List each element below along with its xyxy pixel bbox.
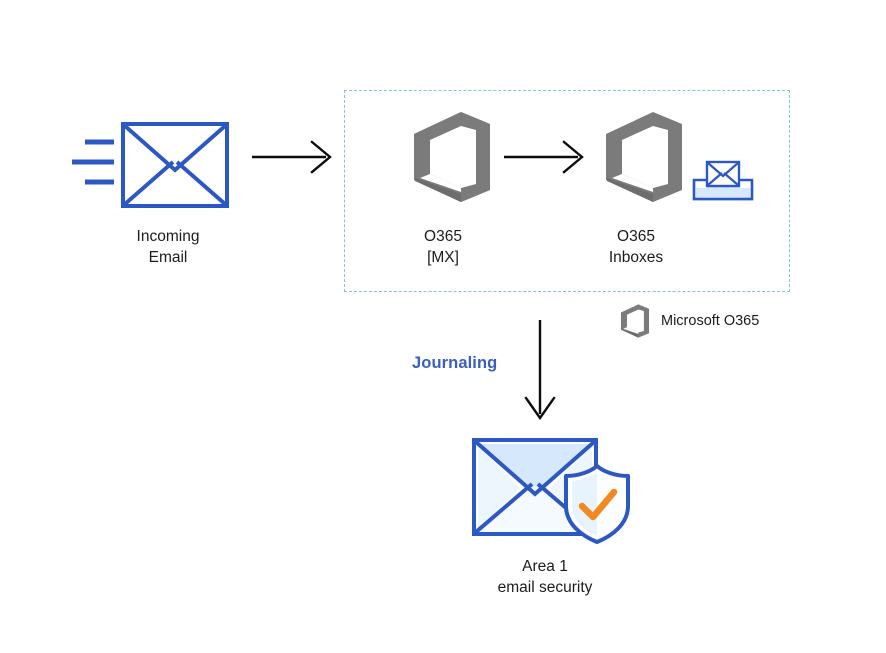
incoming-email-icon [70,118,240,213]
o365-inboxes-caption: O365 Inboxes [608,228,664,266]
legend-office-365-logo-icon [618,302,652,340]
o365-mx-logo-icon [406,108,498,206]
area1-caption: Area 1 email security [497,558,593,596]
speed-lines-icon [72,139,114,185]
arrow-mx-to-inboxes-icon [504,136,590,178]
o365-mx-caption: O365 [MX] [424,228,462,266]
o365-boundary-zone [344,90,790,292]
legend-microsoft-o365: Microsoft O365 [618,302,759,340]
arrow-journaling-down-icon [516,320,564,424]
legend-label: Microsoft O365 [661,313,760,329]
o365-inboxes-logo-icon [598,108,690,206]
envelope-outline-icon [121,122,229,208]
arrow-incoming-to-mx-icon [252,136,338,178]
shield-check-icon [564,464,630,544]
area1-email-security-icon [468,434,630,546]
inbox-tray-envelope-icon [692,158,754,202]
incoming-email-caption: Incoming Email [136,228,200,266]
journaling-edge-label: Journaling [412,354,498,372]
